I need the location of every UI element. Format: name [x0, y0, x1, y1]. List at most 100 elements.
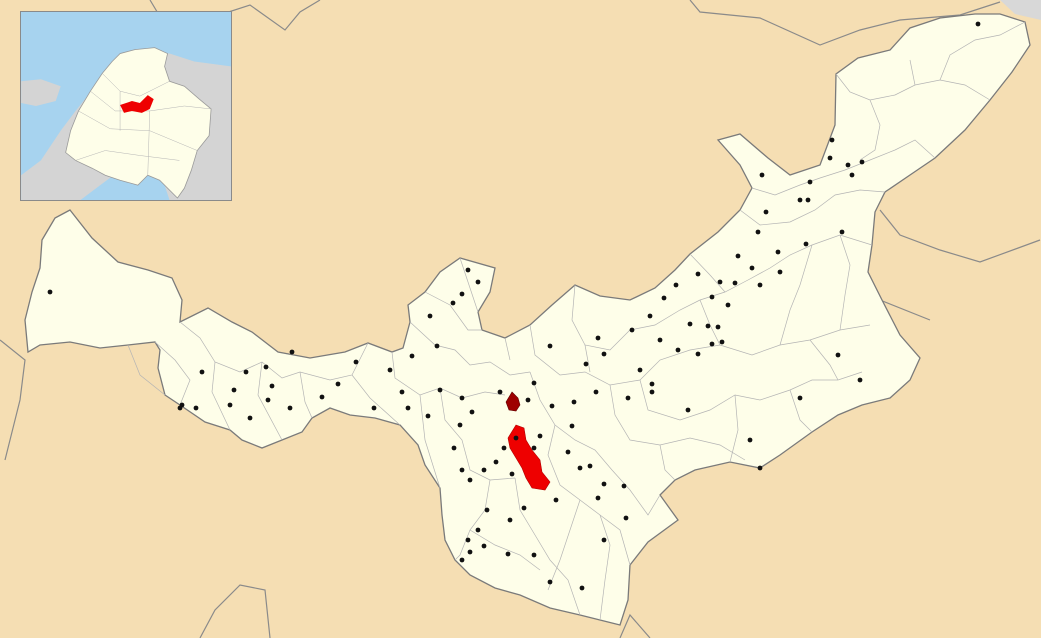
settlement-dot [763, 209, 769, 215]
inset-internal-borders [75, 73, 212, 176]
settlement-dot [475, 527, 481, 533]
settlement-dot [459, 557, 465, 563]
settlement-dot [501, 445, 507, 451]
settlement-dot [481, 543, 487, 549]
settlement-dot [579, 585, 585, 591]
settlement-dot [193, 405, 199, 411]
settlement-dot [265, 397, 271, 403]
settlement-dot [505, 551, 511, 557]
settlement-dot [601, 351, 607, 357]
settlement-dot [803, 241, 809, 247]
settlement-dot [725, 302, 731, 308]
northeast-corner-water [1000, 0, 1041, 20]
settlement-dot [749, 265, 755, 271]
settlement-dot [399, 389, 405, 395]
settlement-dot [777, 269, 783, 275]
settlement-dot [719, 339, 725, 345]
settlement-dot [807, 179, 813, 185]
settlement-dot [484, 507, 490, 513]
settlement-dot [531, 552, 537, 558]
settlement-dot [601, 481, 607, 487]
settlement-dot [231, 387, 237, 393]
settlement-dot [521, 505, 527, 511]
settlement-dot [601, 537, 607, 543]
settlement-dot [673, 282, 679, 288]
settlement-dot [687, 321, 693, 327]
settlement-dot [507, 517, 513, 523]
settlement-dot [715, 324, 721, 330]
settlement-dot [583, 361, 589, 367]
settlement-dot [835, 352, 841, 358]
settlement-dot [757, 465, 763, 471]
settlement-dot [427, 313, 433, 319]
settlement-dot [755, 229, 761, 235]
settlement-dot [595, 495, 601, 501]
settlement-dot [465, 267, 471, 273]
settlement-dot [829, 137, 835, 143]
settlement-dot [549, 403, 555, 409]
settlement-dot [857, 377, 863, 383]
settlement-dot [269, 383, 275, 389]
settlement-dot [459, 291, 465, 297]
settlement-dot [247, 415, 253, 421]
highlighted-municipality-dark [505, 391, 521, 412]
settlement-dot [647, 313, 653, 319]
settlement-dot [797, 395, 803, 401]
settlement-dot [509, 471, 515, 477]
settlement-dot [685, 407, 691, 413]
settlement-dot [565, 449, 571, 455]
settlement-dot [587, 463, 593, 469]
settlement-dot [577, 465, 583, 471]
country-inset [20, 11, 232, 201]
settlement-dot [859, 159, 865, 165]
settlement-dot [657, 337, 663, 343]
settlement-dot [709, 341, 715, 347]
settlement-dot [475, 279, 481, 285]
settlement-dot [409, 353, 415, 359]
settlement-dot [387, 367, 393, 373]
settlement-dot [621, 483, 627, 489]
settlement-dot [497, 389, 503, 395]
municipal-boundaries [127, 21, 1026, 621]
settlement-dot [437, 387, 443, 393]
inset-country [65, 47, 212, 199]
settlement-dot [243, 369, 249, 375]
department-outline [24, 13, 1031, 626]
settlement-dot [467, 549, 473, 555]
settlement-dot [434, 343, 440, 349]
settlement-dot [717, 279, 723, 285]
settlement-dot [553, 497, 559, 503]
settlement-dot [227, 402, 233, 408]
neighbor-border-west [0, 339, 26, 461]
inset-highlighted-department [120, 95, 154, 113]
settlement-dot [805, 197, 811, 203]
settlement-dot [547, 343, 553, 349]
settlement-dot [747, 437, 753, 443]
settlement-dot [735, 253, 741, 259]
settlement-dot [732, 280, 738, 286]
settlement-dot [797, 197, 803, 203]
settlement-dot [695, 351, 701, 357]
settlement-dot [199, 369, 205, 375]
settlement-dot [467, 477, 473, 483]
settlement-dot [289, 349, 295, 355]
settlement-dot [709, 294, 715, 300]
settlement-dot [450, 300, 456, 306]
neighbor-border-south [199, 584, 651, 638]
settlement-dot [263, 364, 269, 370]
settlement-dot [465, 537, 471, 543]
settlement-dot [405, 405, 411, 411]
settlement-dot [287, 405, 293, 411]
settlement-dot [775, 249, 781, 255]
settlement-dot [649, 389, 655, 395]
settlement-dot [459, 395, 465, 401]
highlighted-municipality [507, 424, 551, 491]
settlement-dot [569, 423, 575, 429]
settlement-dot [335, 381, 341, 387]
settlement-dot [531, 445, 537, 451]
settlement-dot [845, 162, 851, 168]
settlement-dot [649, 381, 655, 387]
settlement-dot [459, 467, 465, 473]
settlement-dot [625, 395, 631, 401]
settlement-dot [481, 467, 487, 473]
